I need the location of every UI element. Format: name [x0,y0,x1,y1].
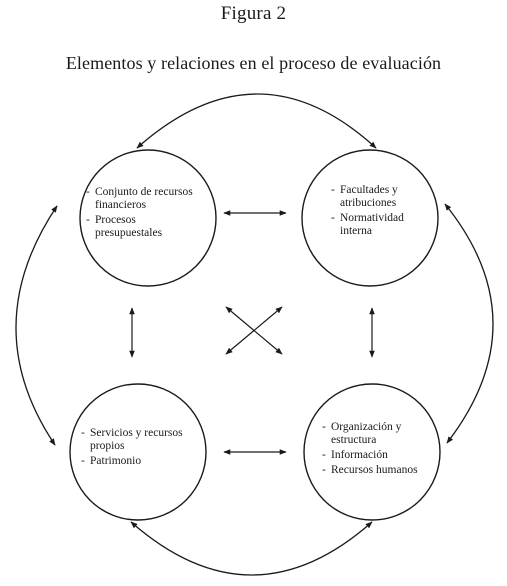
node-circle-bottom-right [303,383,441,521]
node-bottom-right: Organización y estructura Información Re… [322,421,418,479]
node-top-left: Conjunto de recursos financieros Proceso… [86,186,214,242]
node-item: Facultades y atribuciones [331,184,411,210]
node-item: Patrimonio [81,455,203,468]
arc-arrow-left [15,205,58,446]
arc-arrow-bottom [130,521,373,576]
node-item: Normatividad interna [331,212,411,238]
node-circle-top-right [301,149,439,287]
node-circle-top-left [79,149,217,287]
node-item: Servicios y recursos propios [81,427,203,453]
node-item: Información [322,449,418,462]
node-item: Organización y estructura [322,421,418,447]
arc-arrow-right [444,203,494,444]
node-circle-bottom-left [69,383,207,521]
figure-title: Elementos y relaciones en el proceso de … [65,53,442,73]
node-top-right: Facultades y atribuciones Normatividad i… [331,184,411,240]
figure-number: Figura 2 [220,3,287,24]
node-item: Conjunto de recursos financieros [86,186,214,212]
arc-arrow-top [136,93,377,149]
arrow-diagonal-up [225,306,283,355]
node-item: Procesos presupuestales [86,214,175,240]
node-item: Recursos humanos [322,464,418,477]
node-bottom-left: Servicios y recursos propios Patrimonio [81,427,203,470]
